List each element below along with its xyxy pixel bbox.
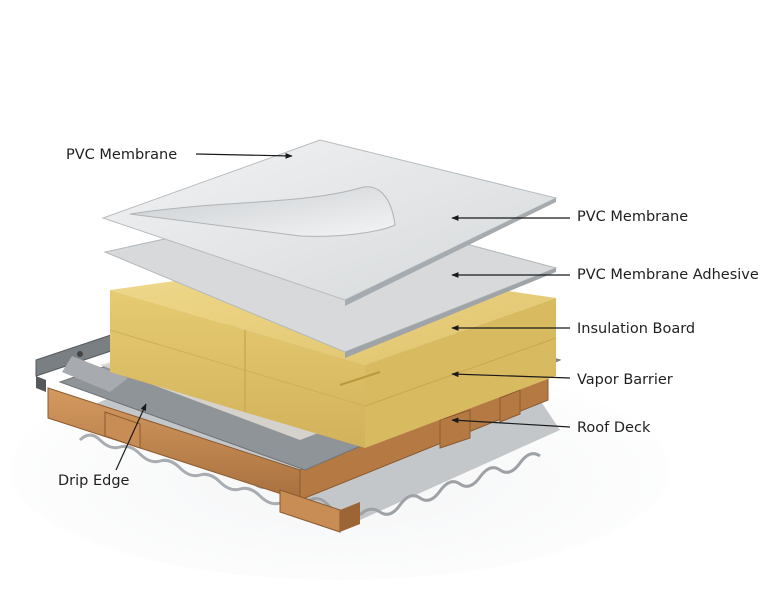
label-pvc-membrane: PVC Membrane bbox=[577, 209, 689, 225]
pvc-membrane-edge bbox=[345, 198, 556, 306]
leader-lines bbox=[115, 152, 571, 471]
label-insulation-board: Insulation Board bbox=[577, 321, 696, 337]
label-drip-edge: Drip Edge bbox=[58, 473, 130, 489]
leader-top-membrane bbox=[195, 152, 293, 159]
leader-roof-deck bbox=[451, 417, 571, 428]
leader-vapor-barrier bbox=[451, 371, 571, 379]
label-pvc-membrane-top: PVC Membrane bbox=[66, 147, 178, 163]
membrane-curl bbox=[129, 186, 396, 237]
label-vapor-barrier: Vapor Barrier bbox=[577, 372, 673, 388]
label-roof-deck: Roof Deck bbox=[577, 420, 651, 436]
leader-drip-edge bbox=[115, 403, 147, 471]
label-pvc-membrane-adhesive: PVC Membrane Adhesive bbox=[577, 267, 759, 283]
wood-framing bbox=[47, 371, 549, 533]
adhesive-edge bbox=[345, 268, 556, 358]
